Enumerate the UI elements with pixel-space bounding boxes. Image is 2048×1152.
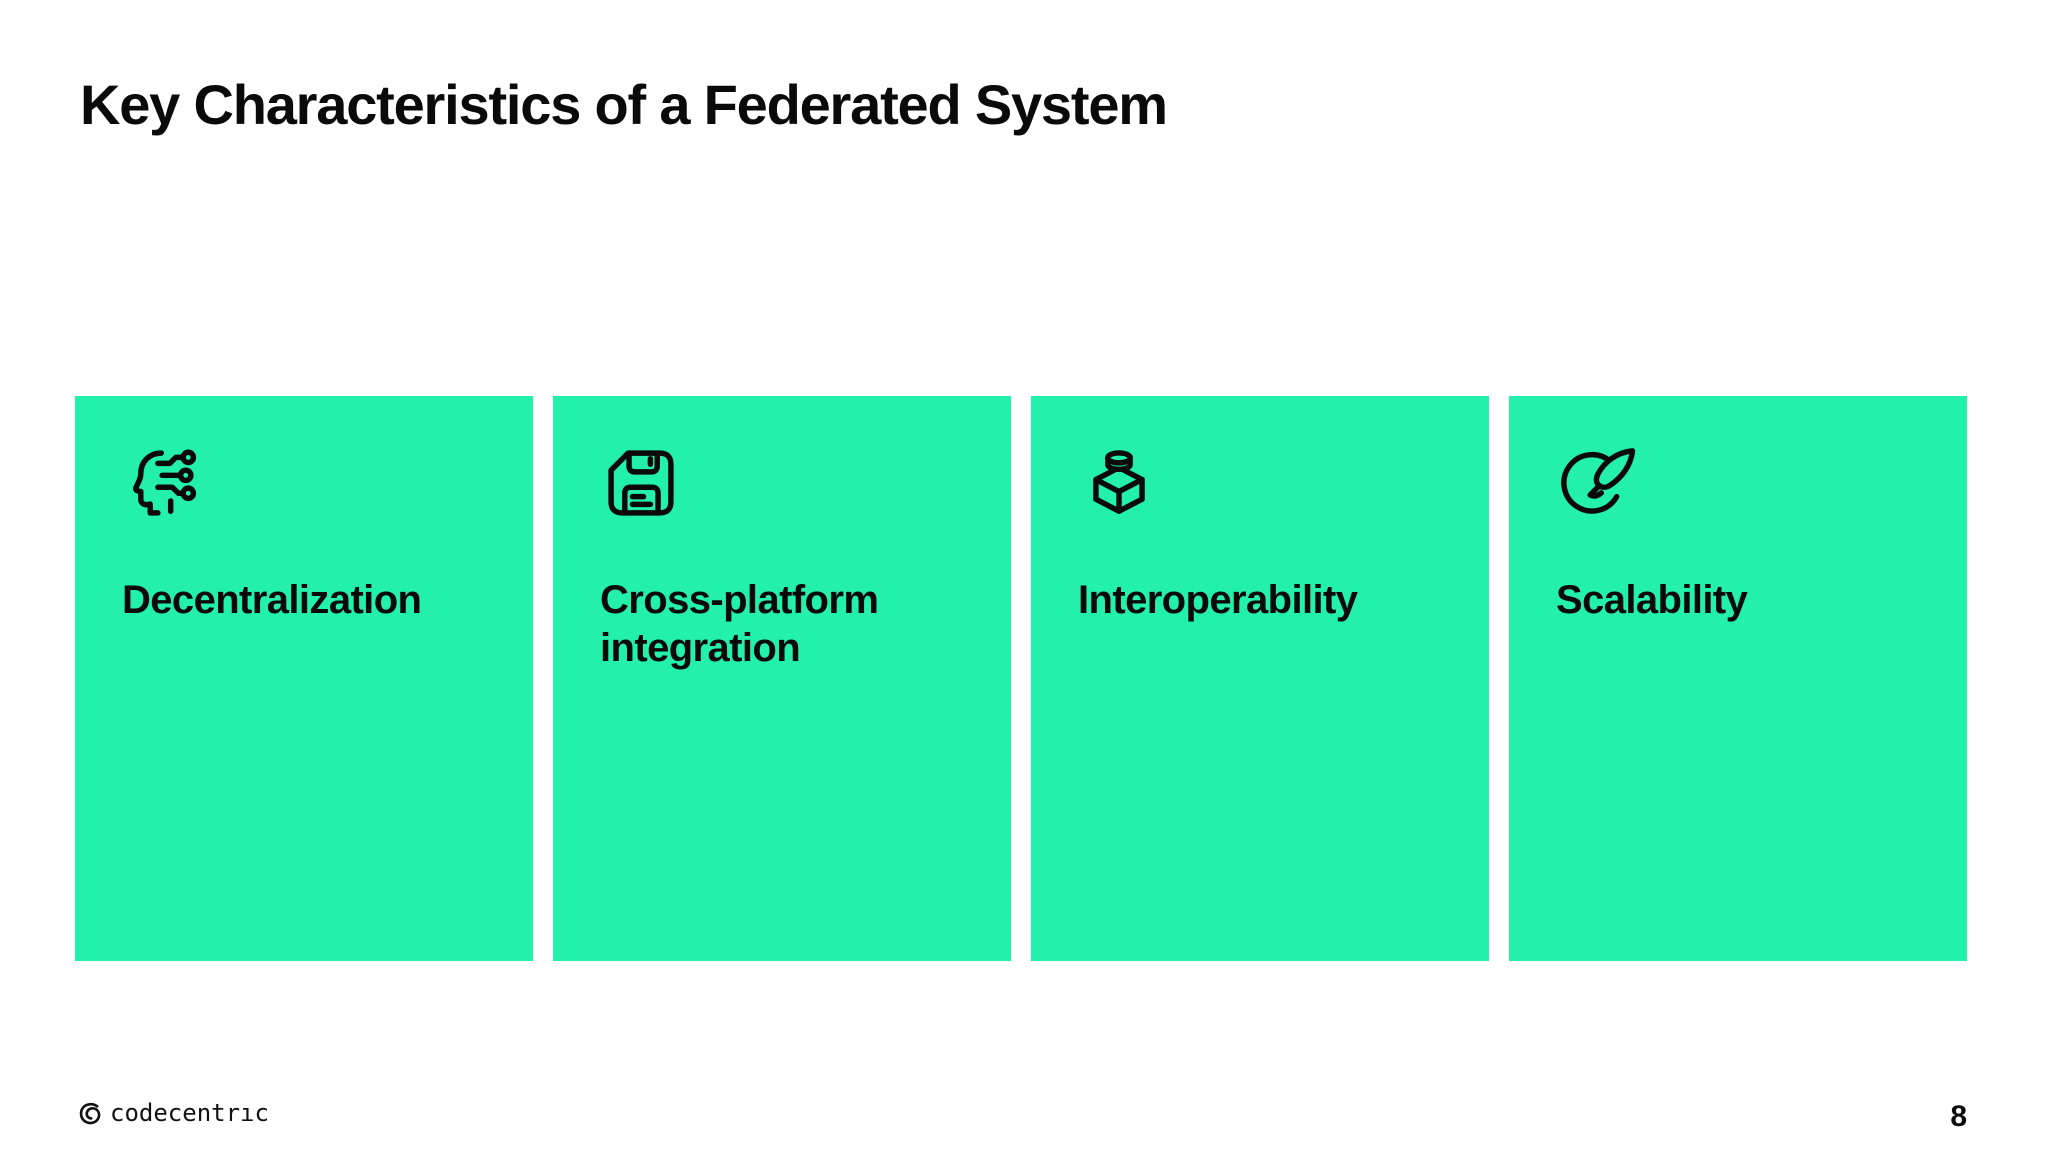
- card-label: Interoperability: [1078, 578, 1358, 622]
- floppy-disk-icon: [600, 442, 682, 524]
- building-block-icon: [1078, 442, 1160, 524]
- codecentric-logo-text: codecentrıc: [110, 1099, 269, 1127]
- card-label: Cross-platform integration: [600, 578, 879, 670]
- card-label: Scalability: [1556, 578, 1748, 622]
- page-number: 8: [1950, 1100, 1967, 1133]
- slide-title: Key Characteristics of a Federated Syste…: [80, 73, 1168, 136]
- rocket-icon: [1556, 442, 1638, 524]
- codecentric-logo-icon: [76, 1100, 103, 1127]
- codecentric-logo: codecentrıc: [76, 1099, 269, 1127]
- card-interoperability: Interoperability: [1031, 396, 1489, 961]
- card-label: Decentralization: [122, 578, 422, 622]
- card-decentralization: Decentralization: [75, 396, 533, 961]
- ai-head-circuit-icon: [122, 442, 204, 524]
- card-cross-platform-integration: Cross-platform integration: [553, 396, 1011, 961]
- cards-row: Decentralization Cross-platform integrat…: [75, 396, 1967, 961]
- card-scalability: Scalability: [1509, 396, 1967, 961]
